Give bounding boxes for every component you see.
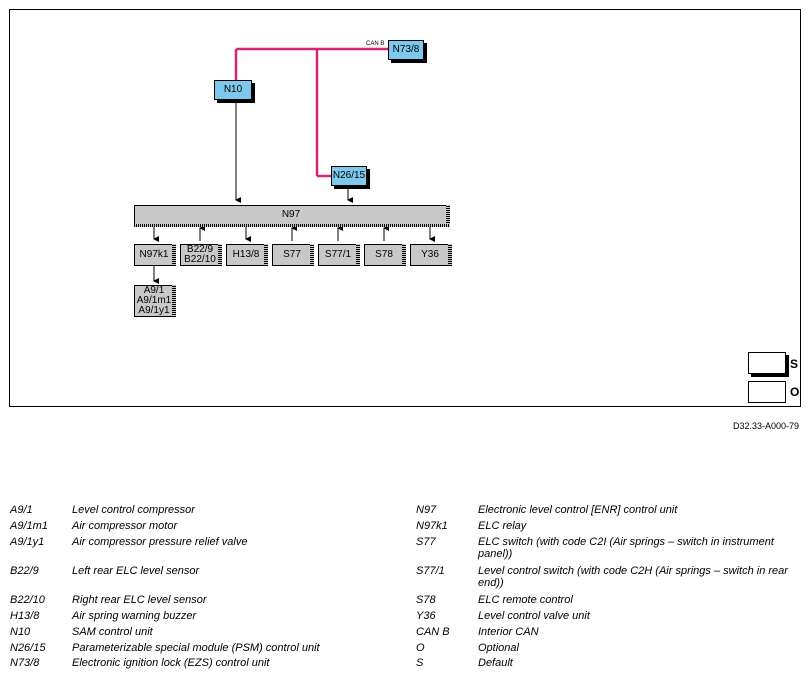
node-n97k1: N97k1 [134, 244, 174, 266]
legend-desc: Default [478, 657, 513, 669]
key-optional-letter: O [790, 385, 800, 399]
node-s77-1: S77/1 [318, 244, 358, 266]
legend-desc: Air compressor motor [72, 520, 178, 532]
n97-optional-edge [446, 205, 450, 225]
legend-code: B22/9 [10, 565, 39, 577]
legend-desc: Right rear ELC level sensor [72, 594, 207, 606]
legend-code: CAN B [416, 626, 450, 638]
node-n10: N10 [214, 80, 252, 100]
legend-desc: Level control valve unit [478, 610, 590, 622]
legend-code: B22/10 [10, 594, 45, 606]
node-h13-8: H13/8 [226, 244, 266, 266]
node-b22-9: B22/9 [186, 244, 214, 255]
legend-code: N73/8 [10, 657, 40, 669]
b22-optional-edge [218, 244, 222, 266]
node-a9-1m1: A9/1m1 [136, 295, 172, 306]
node-b22-10: B22/10 [184, 254, 216, 265]
legend-code: A9/1m1 [10, 520, 48, 532]
n97k1-optional-edge [172, 244, 176, 266]
legend-desc: Air spring warning buzzer [72, 610, 197, 622]
s77-1-optional-edge [356, 244, 360, 266]
node-a9: A9/1 A9/1m1 A9/1y1 [134, 285, 174, 317]
s77-optional-edge [310, 244, 314, 266]
legend-code: S78 [416, 594, 436, 606]
legend-desc: Left rear ELC level sensor [72, 565, 200, 577]
legend-code: Y36 [416, 610, 436, 622]
can-b-label: CAN B [366, 41, 385, 47]
node-n97: N97 [134, 205, 448, 225]
key-optional-box [748, 381, 786, 403]
connection-lines [153, 47, 435, 284]
node-s78: S78 [364, 244, 404, 266]
reference-code: D32.33-A000-79 [733, 421, 800, 431]
legend-code: N26/15 [10, 642, 46, 654]
wiring-diagram-frame [9, 9, 801, 407]
node-a9-1: A9/1 [143, 285, 165, 296]
a9-optional-edge [172, 285, 176, 317]
legend-desc: Interior CAN [478, 626, 539, 638]
legend-code: S [416, 657, 424, 669]
can-b-bus [234, 47, 388, 178]
key-standard-box [748, 352, 786, 374]
node-s77: S77 [272, 244, 312, 266]
legend-code: A9/1y1 [10, 536, 45, 548]
s78-optional-edge [402, 244, 406, 266]
legend-desc: Electronic level control [ENR] control u… [478, 504, 678, 516]
legend-code: N97 [416, 504, 437, 516]
node-n73-8: N73/8 [388, 40, 424, 60]
node-a9-1y1: A9/1y1 [138, 305, 170, 316]
legend-code: H13/8 [10, 610, 40, 622]
legend-desc: Level control compressor [72, 504, 195, 516]
legend-code: S77 [416, 536, 436, 548]
legend-desc: ELC remote control [478, 594, 573, 606]
signal-lines [153, 100, 435, 284]
y36-optional-edge [448, 244, 452, 266]
legend-code: S77/1 [416, 565, 445, 577]
legend-code: N10 [10, 626, 31, 638]
legend-code: O [416, 642, 425, 654]
legend-desc: Parameterizable special module (PSM) con… [72, 642, 320, 654]
legend-desc: ELC relay [478, 520, 527, 532]
node-b22: B22/9 B22/10 [180, 244, 220, 266]
h13-optional-edge [264, 244, 268, 266]
legend-desc: ELC switch (with code C2I (Air springs –… [478, 536, 774, 560]
node-n26-15: N26/15 [331, 166, 367, 186]
legend-desc: SAM control unit [72, 626, 153, 638]
legend-code: A9/1 [10, 504, 33, 516]
legend-desc: Optional [478, 642, 519, 654]
legend-desc: Level control switch (with code C2H (Air… [478, 565, 788, 589]
node-y36: Y36 [410, 244, 450, 266]
n97-optional-edge-bottom [134, 224, 450, 227]
legend-desc: Electronic ignition lock (EZS) control u… [72, 657, 270, 669]
legend-desc: Air compressor pressure relief valve [72, 536, 248, 548]
legend-code: N97k1 [416, 520, 448, 532]
key-standard-letter: S [790, 357, 799, 371]
